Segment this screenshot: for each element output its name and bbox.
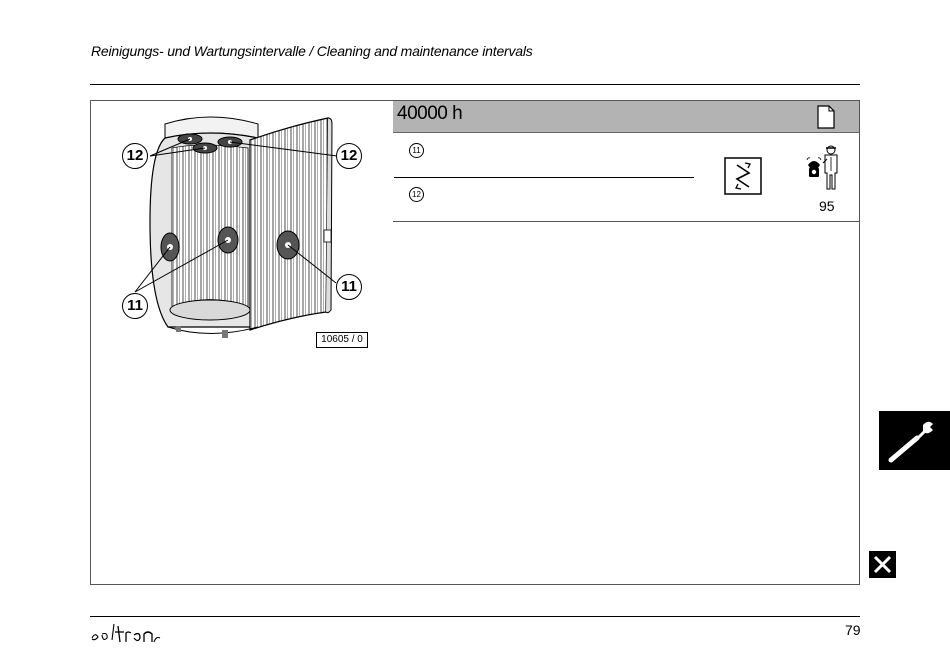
reference-number: 95: [819, 198, 835, 214]
page-number: 79: [845, 622, 861, 638]
interval-label: 40000 h: [397, 103, 463, 124]
section-divider: [393, 221, 859, 222]
wrench-icon: [879, 421, 950, 474]
replace-part-icon: [724, 157, 762, 200]
header-divider: [90, 84, 860, 85]
callout-marker: 12: [336, 143, 362, 169]
solarium-illustration: [110, 112, 370, 347]
row-divider: [394, 177, 694, 178]
content-frame: [90, 100, 860, 585]
soltron-logo: [90, 620, 162, 651]
item-marker: 11: [409, 143, 424, 158]
image-code: 10605 / 0: [316, 332, 368, 348]
service-technician-icon: [806, 143, 840, 196]
page-title: Reinigungs- und Wartungsintervalle / Cle…: [91, 43, 533, 59]
document-icon: [817, 105, 835, 134]
close-icon: [869, 555, 896, 582]
maintenance-tab[interactable]: [879, 411, 950, 470]
close-tab[interactable]: [869, 551, 896, 578]
footer-divider: [90, 616, 860, 617]
callout-marker: 12: [122, 143, 148, 169]
callout-marker: 11: [336, 274, 362, 300]
interval-header: 40000 h: [393, 101, 859, 133]
item-marker: 12: [409, 187, 424, 202]
callout-marker: 11: [122, 293, 148, 319]
